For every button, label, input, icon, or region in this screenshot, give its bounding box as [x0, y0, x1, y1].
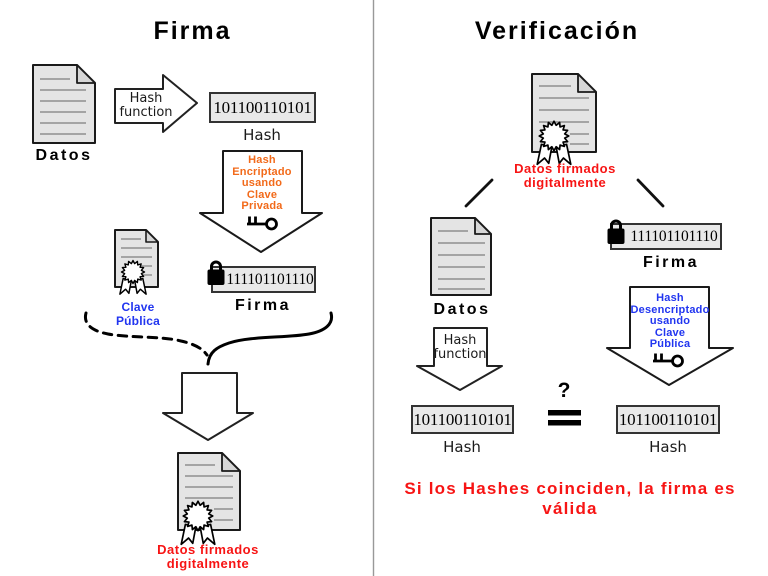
firma-title: Firma [153, 17, 232, 45]
hash-function-label: Hash function [119, 91, 173, 120]
padlock-icon [607, 219, 625, 244]
seal-icon [180, 500, 216, 546]
signature-value-box [211, 266, 316, 293]
hash-caption-result-left: Hash [443, 438, 481, 456]
hash-caption-result-right: Hash [649, 438, 687, 456]
seal-icon [119, 259, 147, 295]
signed-document-icon [177, 452, 241, 546]
decrypt-arrow-icon [606, 286, 734, 386]
signed-document-icon-top [531, 73, 597, 166]
firma-caption-right: Firma [642, 254, 700, 271]
signature-value: 111101101110 [226, 270, 314, 288]
hash-function-label-right: Hash function [433, 333, 487, 362]
equals-icon [548, 410, 581, 426]
hash-result-right: 101100110101 [618, 409, 718, 429]
private-key-icon [247, 216, 278, 231]
padlock-icon [207, 260, 225, 285]
hash-function-arrow-icon [114, 74, 198, 133]
hash-function-down-arrow-icon [416, 327, 503, 391]
signature-value-right: 111101101110 [630, 227, 718, 245]
split-line-left [464, 178, 494, 208]
conclusion-text: Si los Hashes coinciden, la firma es vál… [404, 479, 736, 518]
datos-label-right: Datos [433, 301, 491, 318]
datos-label: Datos [35, 147, 93, 164]
verificacion-title: Verificación [474, 17, 640, 45]
hash-value-box [209, 92, 316, 123]
seal-icon [536, 120, 572, 166]
public-key-certificate-icon [114, 229, 159, 295]
hash-result-box-right [616, 405, 720, 434]
hash-result-left: 101100110101 [413, 409, 512, 429]
split-line-right [636, 178, 665, 208]
hash-caption: Hash [243, 126, 281, 144]
datos-document-icon [32, 64, 96, 144]
hash-result-box-left [411, 405, 514, 434]
question-mark: ? [557, 379, 571, 402]
decrypt-arrow-label: Hash Desencriptado usando Clave Pública [630, 292, 710, 350]
firma-caption: Firma [234, 297, 292, 314]
encrypt-arrow-icon [199, 150, 323, 253]
merge-arrow-icon [162, 372, 254, 441]
clave-publica-label: Clave Pública [115, 300, 161, 328]
hash-value: 101100110101 [213, 97, 312, 117]
public-key-icon [653, 353, 684, 368]
datos-document-icon-right [430, 217, 492, 296]
public-key-dashed-curve [83, 311, 209, 357]
encrypt-arrow-label: Hash Encriptado usando Clave Privada [232, 154, 292, 212]
signed-doc-label: Datos firmados digitalmente [157, 542, 259, 571]
signed-doc-label-top: Datos firmados digitalmente [514, 161, 616, 190]
signature-solid-curve [206, 311, 334, 366]
